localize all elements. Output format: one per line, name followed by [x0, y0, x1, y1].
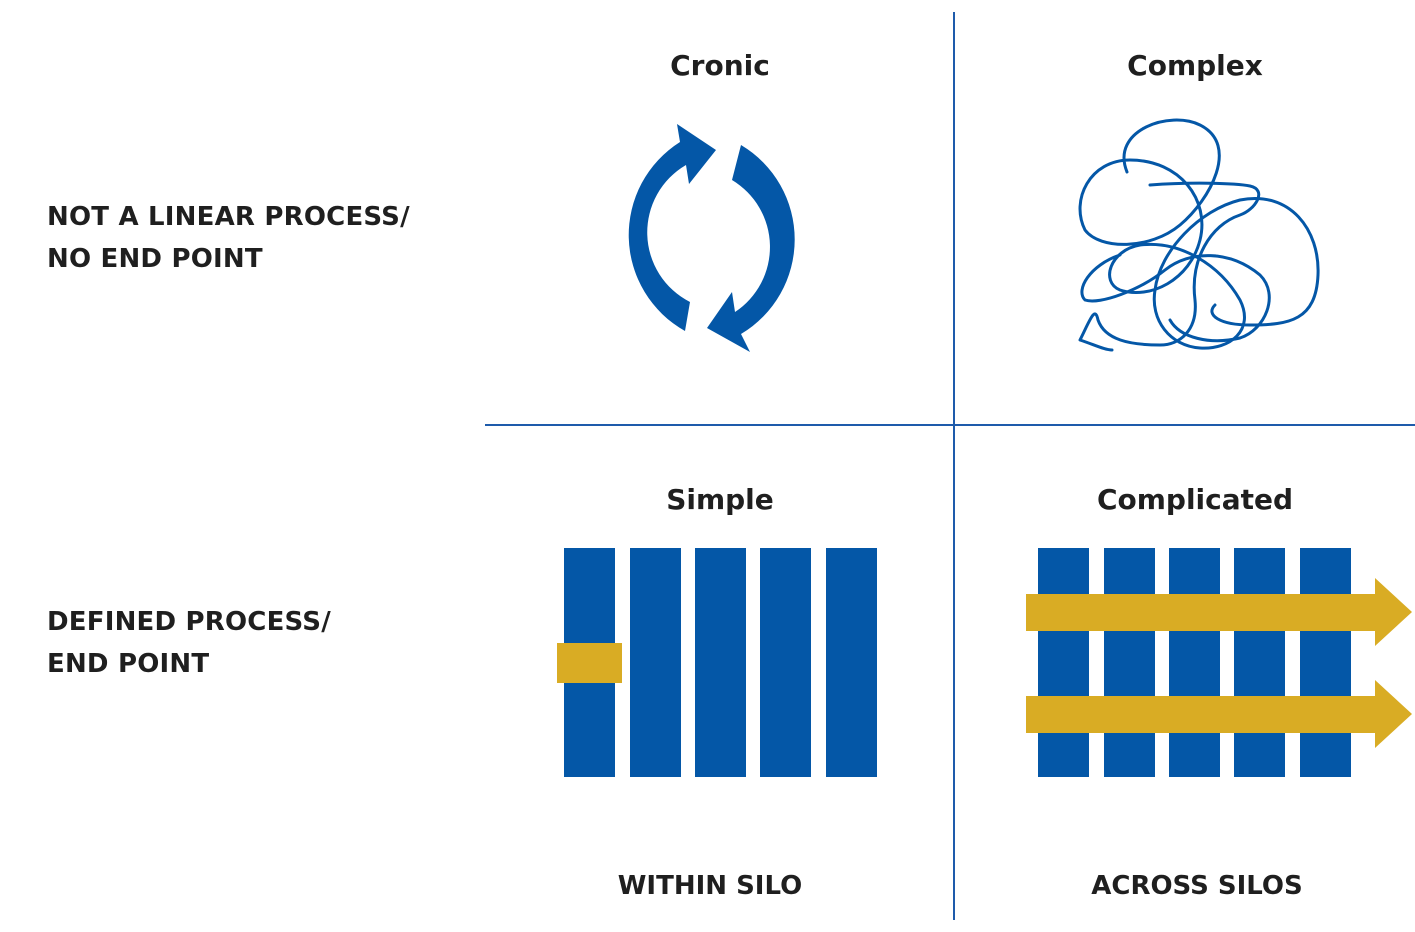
row-label-top-line2: NO END POINT: [47, 244, 263, 274]
silo-bars-simple: [557, 548, 877, 777]
column-label-within-silo: WITHIN SILO: [617, 871, 803, 901]
quadrant-title-complex: Complex: [1127, 49, 1263, 82]
silo-bar-5: [826, 548, 877, 777]
tangle-icon: [1078, 118, 1320, 352]
across-silos-arrow-2: [1026, 680, 1412, 748]
tangle-path-1: [1078, 118, 1320, 350]
silo-bar-3: [695, 548, 746, 777]
column-label-across-silos: ACROSS SILOS: [1091, 871, 1303, 901]
row-label-bottom: DEFINED PROCESS/ END POINT: [47, 601, 331, 685]
cycle-arrows-icon: [628, 124, 795, 352]
within-silo-block: [557, 643, 622, 683]
horizontal-divider: [485, 424, 1415, 426]
row-label-bottom-line2: END POINT: [47, 649, 210, 679]
silo-bar-2: [1104, 548, 1155, 777]
quadrant-title-simple: Simple: [666, 483, 774, 516]
across-silos-arrow-1: [1026, 578, 1412, 646]
tangle-path-3: [1080, 253, 1271, 343]
row-label-top-line1: NOT A LINEAR PROCESS/: [47, 202, 410, 232]
quadrant-title-complicated: Complicated: [1096, 483, 1294, 516]
row-label-bottom-line1: DEFINED PROCESS/: [47, 607, 331, 637]
silo-bar-2: [630, 548, 681, 777]
vertical-divider: [953, 12, 955, 920]
quadrant-title-cronic: Cronic: [670, 49, 770, 82]
cycle-arrow-right: [707, 145, 795, 352]
silo-bar-1: [1038, 548, 1089, 777]
silo-bar-3: [1169, 548, 1220, 777]
silo-bar-5: [1300, 548, 1351, 777]
silo-bars-complicated: [1026, 548, 1412, 777]
cycle-arrow-left: [628, 124, 716, 331]
silo-bar-4: [760, 548, 811, 777]
tangle-path-2: [1078, 181, 1261, 352]
row-label-top: NOT A LINEAR PROCESS/ NO END POINT: [47, 196, 410, 280]
silo-bar-4: [1234, 548, 1285, 777]
